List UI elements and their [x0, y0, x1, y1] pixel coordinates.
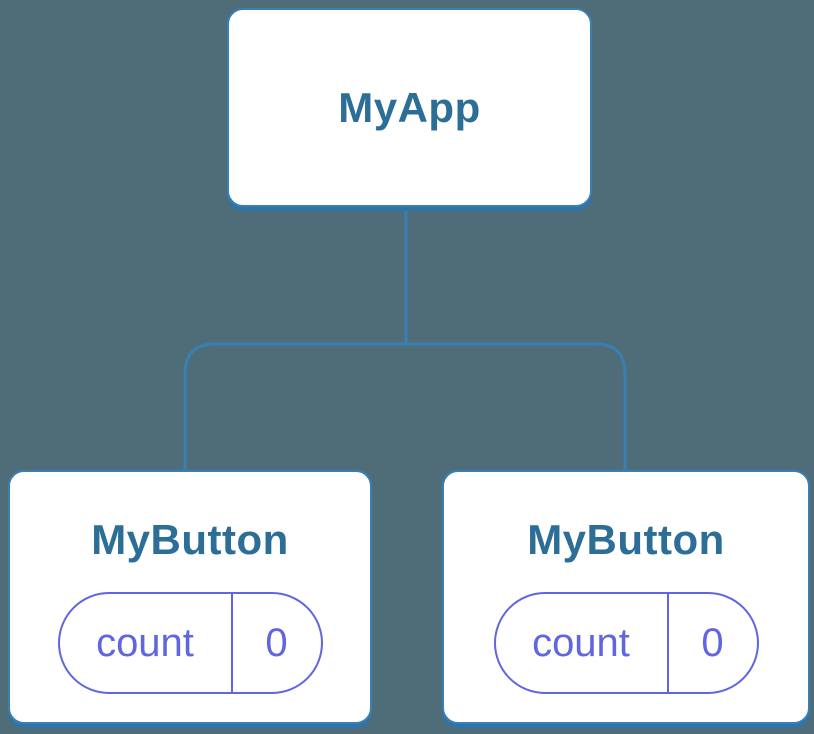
- state-badge: count 0: [57, 592, 323, 694]
- node-label: MyApp: [338, 83, 481, 131]
- node-mybutton-left: MyButton count 0: [8, 470, 372, 724]
- node-mybutton-right: MyButton count 0: [442, 470, 810, 724]
- state-value: 0: [666, 594, 757, 692]
- node-label: MyButton: [91, 516, 289, 563]
- state-key: count: [532, 620, 630, 665]
- state-value: 0: [230, 594, 321, 692]
- state-key: count: [96, 620, 194, 665]
- branch-bracket-line: [183, 342, 627, 470]
- node-myapp: MyApp: [227, 8, 592, 207]
- state-badge: count 0: [493, 592, 759, 694]
- node-label: MyButton: [527, 516, 725, 563]
